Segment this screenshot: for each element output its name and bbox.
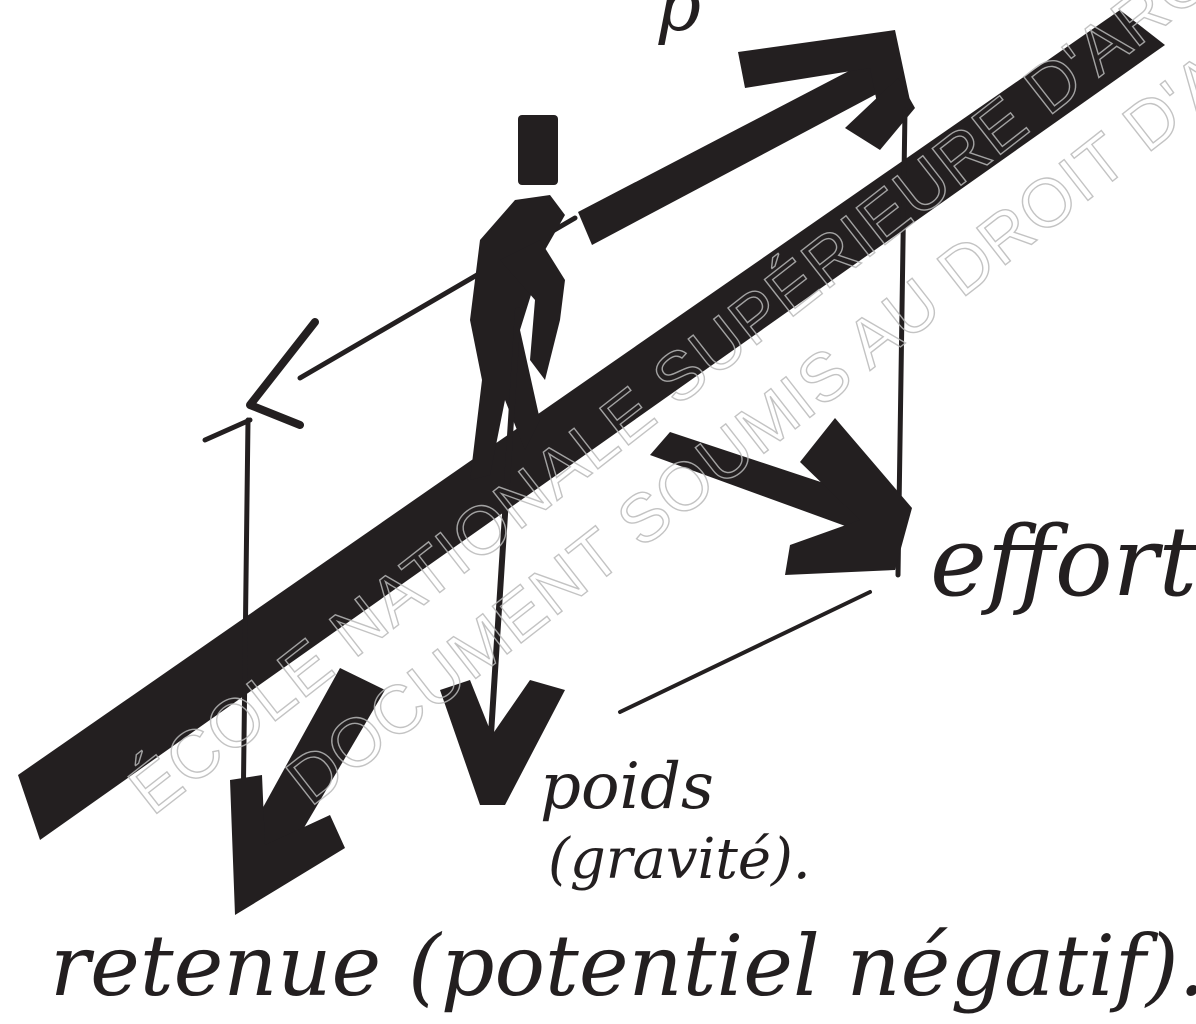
figure-head [518, 115, 558, 185]
label-effort: effort. [930, 506, 1196, 618]
label-retenue: retenue (potentiel négatif). [50, 917, 1196, 1015]
label-poids: poids [540, 750, 714, 824]
label-gravite: (gravité). [548, 827, 811, 892]
label-top-partial: p [655, 0, 701, 47]
effort-underline [620, 592, 870, 712]
retenue-small-tick [205, 420, 250, 440]
